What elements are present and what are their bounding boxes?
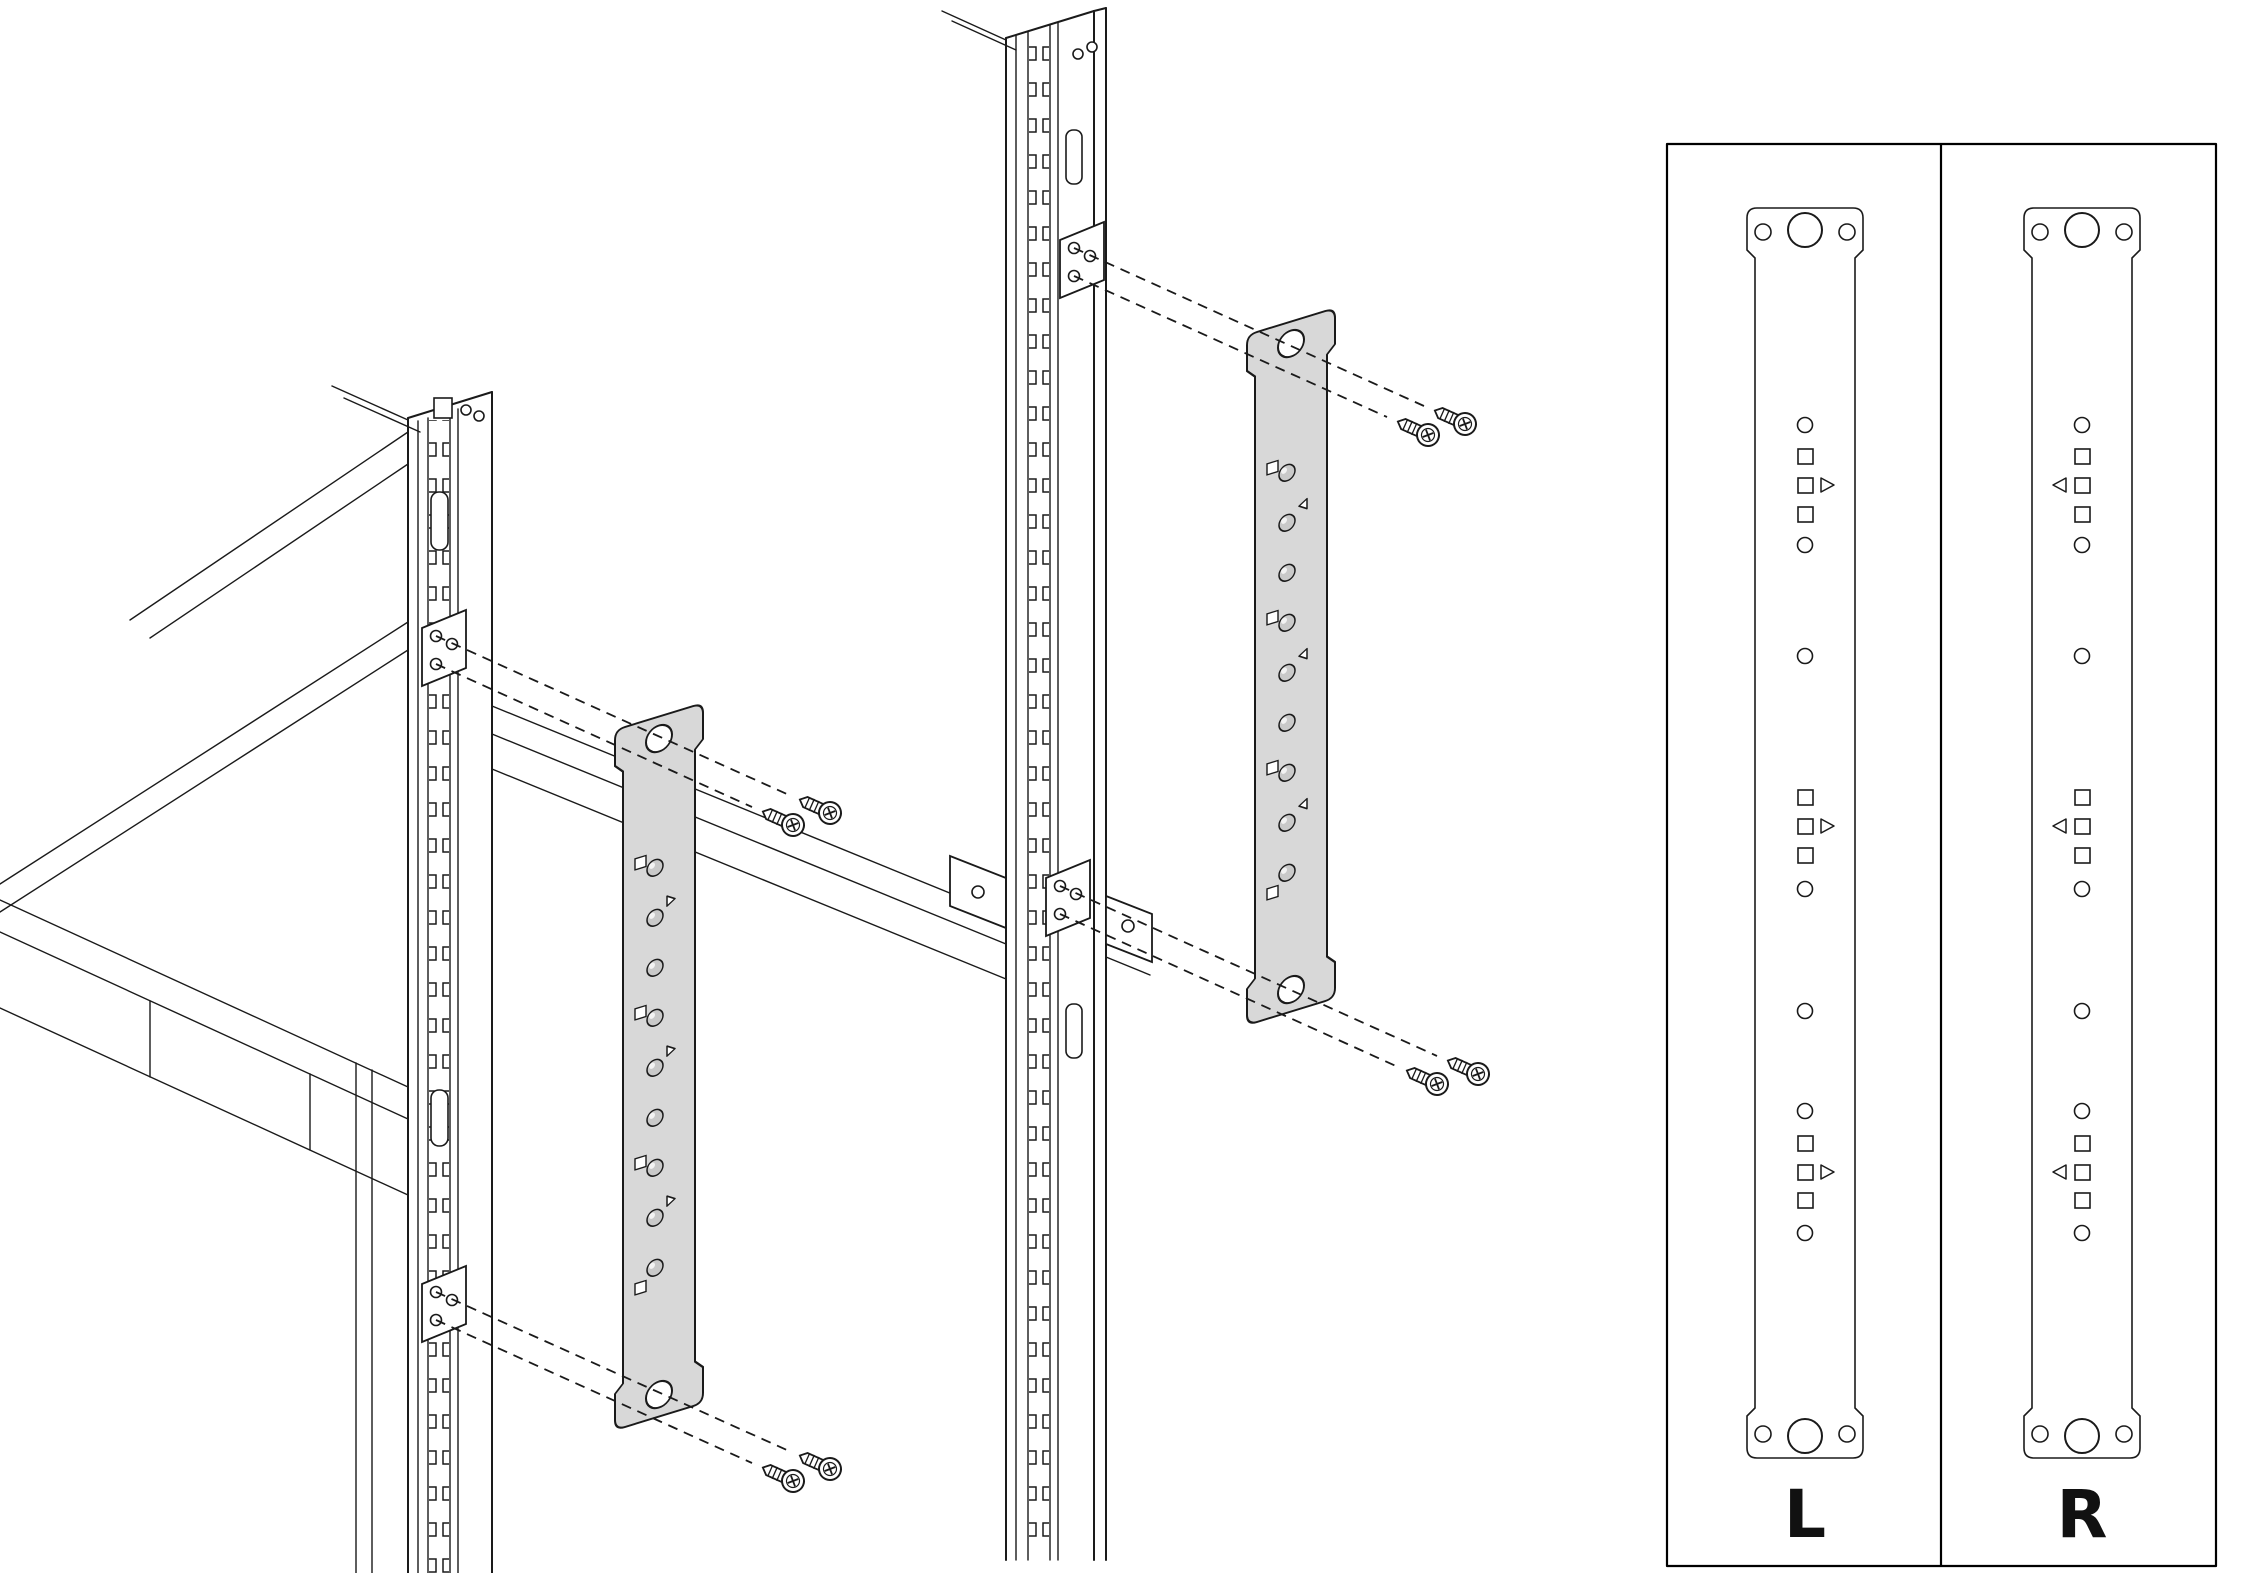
bracket-studs — [1266, 459, 1308, 901]
bracket-screw-hole — [645, 1379, 673, 1410]
bracket-screw-hole — [1277, 974, 1305, 1005]
right-mounting-bracket — [1246, 309, 1336, 1024]
eia-hole-strip — [1029, 40, 1049, 1555]
screw-icon — [1392, 410, 1444, 451]
screw-icon — [757, 1456, 809, 1497]
bracket-r-label: R — [2057, 1476, 2108, 1553]
alignment-dashed-lines — [435, 247, 1438, 1464]
bracket-r-diagram — [2023, 207, 2141, 1459]
rack-frame-lines — [0, 431, 409, 1573]
left-mounting-bracket — [614, 704, 704, 1429]
eia-hole-strip — [429, 420, 449, 1573]
cage-nut-plate — [421, 608, 467, 688]
chassis-shelf — [491, 705, 1007, 980]
screw-icon — [757, 800, 809, 841]
bracket-l-label: L — [1784, 1476, 1826, 1553]
bracket-studs — [634, 854, 676, 1296]
cage-nut-plate — [421, 1264, 467, 1344]
bracket-l-diagram — [1746, 207, 1864, 1459]
left-rack-post — [331, 385, 493, 1573]
bracket-screw-hole — [1277, 328, 1305, 359]
screw-icon — [1401, 1059, 1453, 1100]
bracket-reference-panel: L — [1665, 142, 2218, 1568]
screw-icon — [1442, 1049, 1494, 1090]
rear-rack-post — [941, 7, 1153, 1561]
cage-nut-plate — [1059, 220, 1105, 300]
bracket-screw-hole — [645, 723, 673, 754]
